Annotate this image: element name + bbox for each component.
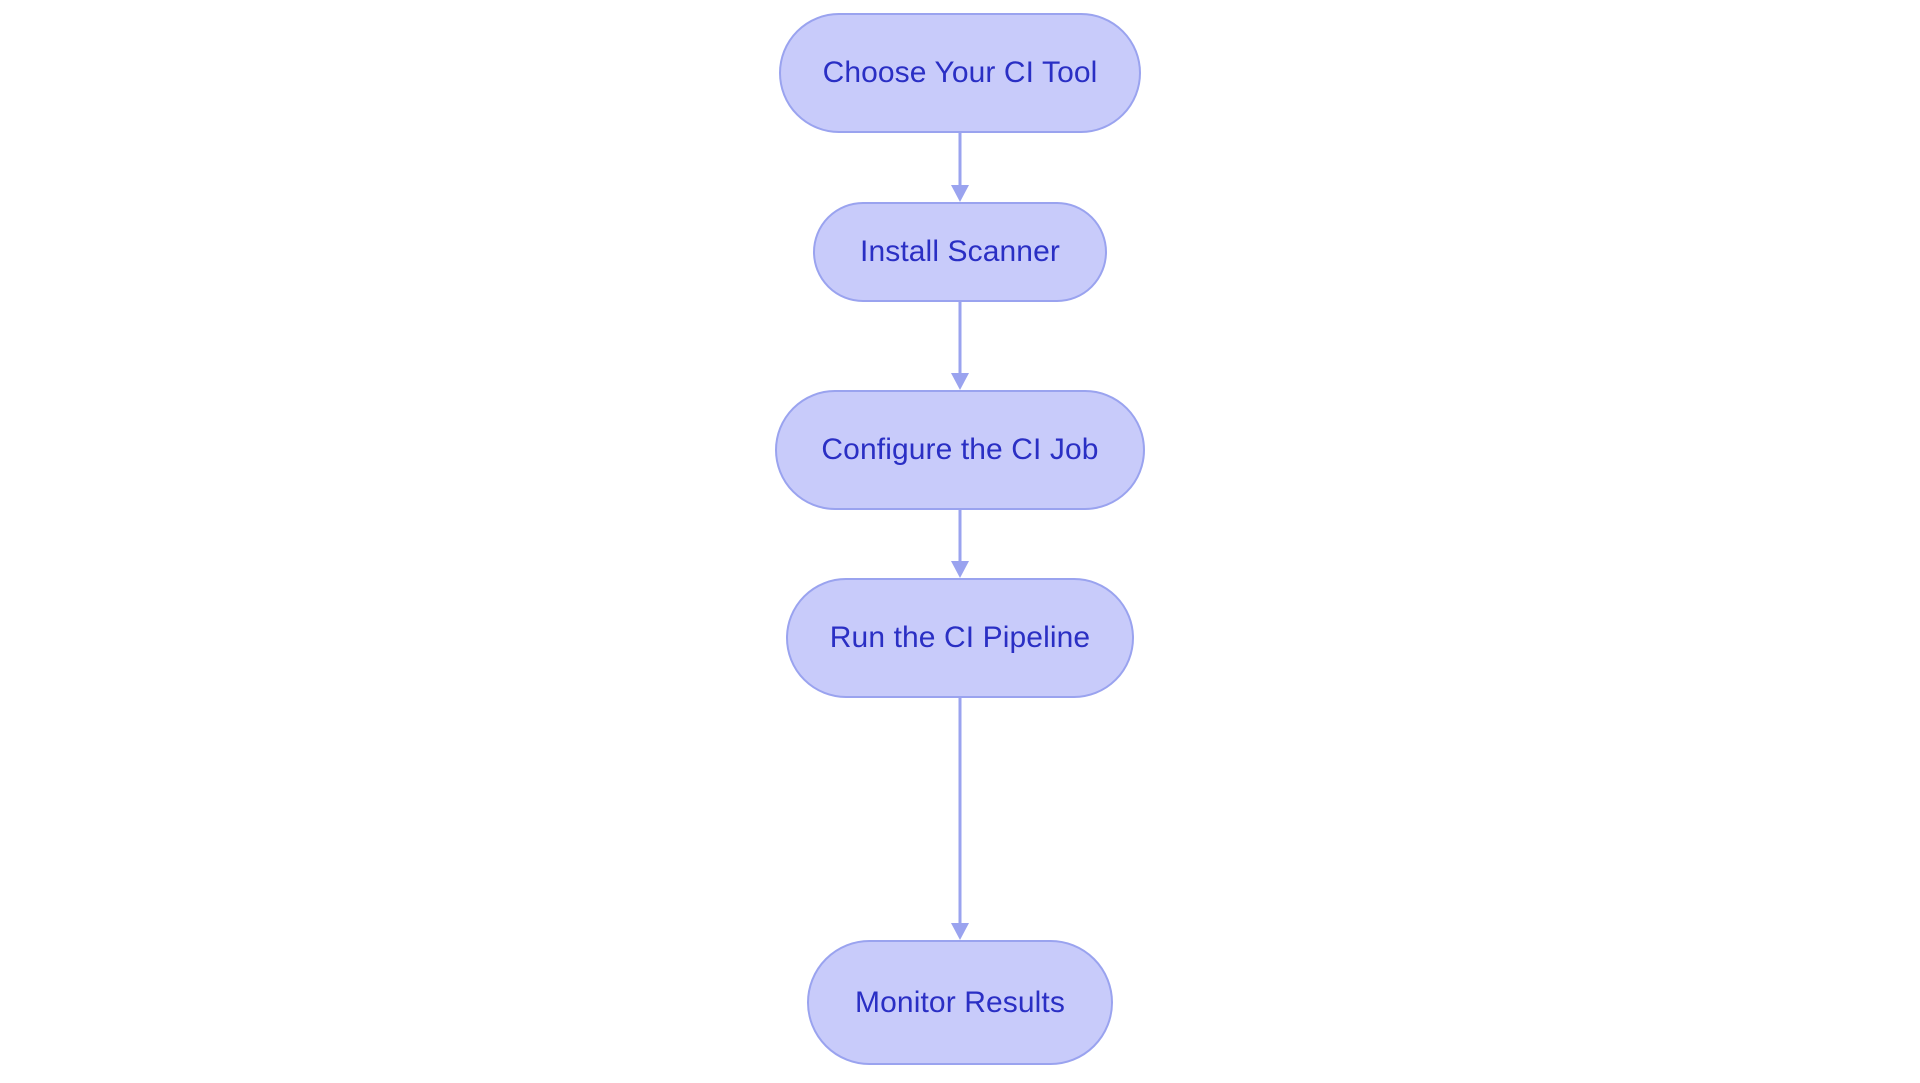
flowchart-node-label: Configure the CI Job — [821, 433, 1099, 466]
flowchart-node-run-ci-pipeline[interactable]: Run the CI Pipeline — [786, 578, 1134, 698]
flowchart-node-choose-ci-tool[interactable]: Choose Your CI Tool — [779, 13, 1141, 133]
connector-line — [958, 133, 962, 185]
arrowhead-down-icon — [951, 185, 969, 202]
arrowhead-down-icon — [951, 923, 969, 940]
flowchart-node-configure-ci-job[interactable]: Configure the CI Job — [775, 390, 1145, 510]
connector-line — [958, 302, 962, 373]
arrowhead-down-icon — [951, 373, 969, 390]
flowchart-node-install-scanner[interactable]: Install Scanner — [813, 202, 1107, 302]
flowchart-node-label: Run the CI Pipeline — [829, 621, 1091, 654]
connector-configure-ci-job-to-run-ci-pipeline — [948, 510, 972, 578]
connector-choose-ci-tool-to-install-scanner — [948, 133, 972, 202]
connector-install-scanner-to-configure-ci-job — [948, 302, 972, 390]
connector-line — [958, 510, 962, 561]
flowchart-node-label: Monitor Results — [855, 985, 1065, 1019]
flowchart-node-label: Choose Your CI Tool — [822, 56, 1098, 89]
flowchart-node-monitor-results[interactable]: Monitor Results — [807, 940, 1113, 1065]
flowchart-node-label: Install Scanner — [860, 235, 1060, 268]
connector-run-ci-pipeline-to-monitor-results — [948, 698, 972, 940]
arrowhead-down-icon — [951, 561, 969, 578]
connector-line — [958, 698, 962, 923]
